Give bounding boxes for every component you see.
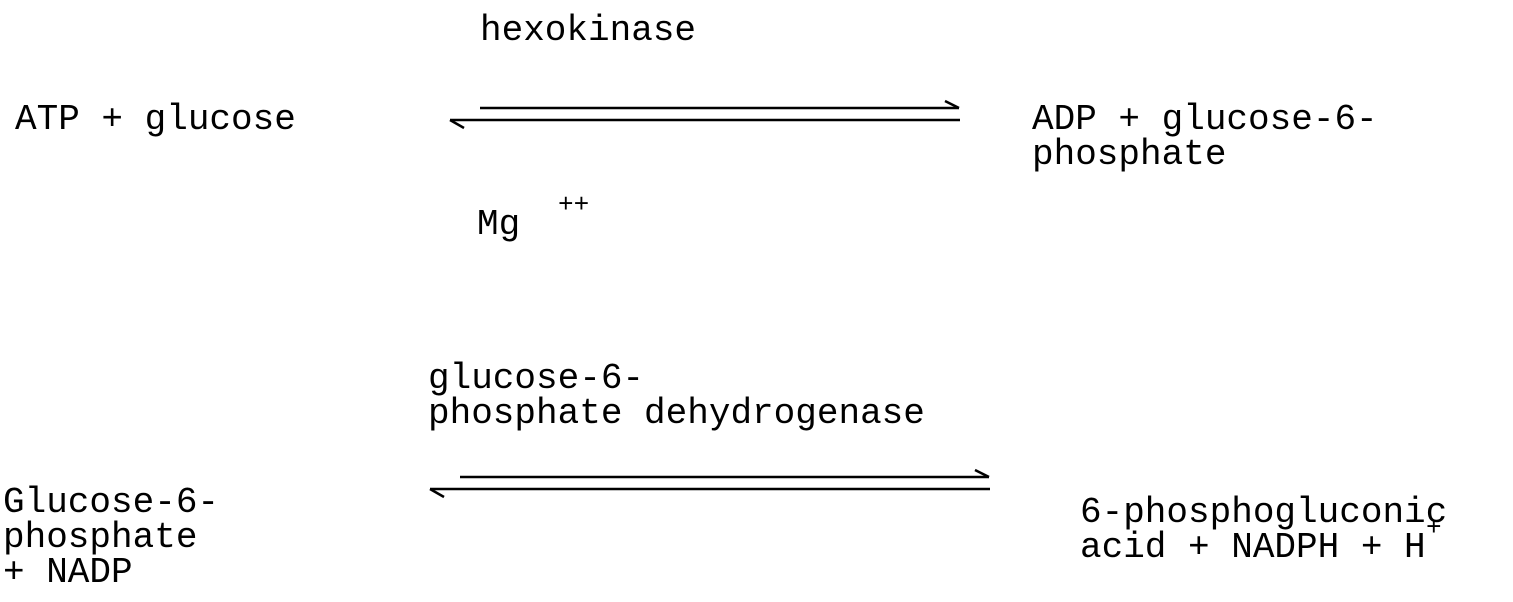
- forward-arrow-head: [944, 99, 960, 110]
- reaction-1-equilibrium-arrow: [449, 99, 960, 130]
- reaction-2-enzyme-line-2: phosphate dehydrogenase: [428, 393, 925, 434]
- reaction-1-products-line-2: phosphate: [1032, 134, 1227, 175]
- reverse-arrow-head: [429, 487, 445, 499]
- reaction-2-reactants-line-2: phosphate: [3, 517, 198, 558]
- reaction-1-cofactor-charge: ++: [558, 190, 590, 220]
- reaction-2-products-line-2: acid + NADPH + H: [1080, 527, 1426, 568]
- reverse-arrow-head: [449, 118, 465, 130]
- reaction-1-cofactor: Mg: [477, 204, 521, 245]
- forward-arrow-head: [974, 468, 990, 479]
- reaction-2-reactants-line-1: Glucose-6-: [3, 482, 220, 523]
- reaction-1-products-line-1: ADP + glucose-6-: [1032, 99, 1378, 140]
- reaction-1-reactants: ATP + glucose: [15, 99, 296, 140]
- reaction-2-equilibrium-arrow: [429, 468, 990, 499]
- reaction-2-products-charge: +: [1426, 513, 1442, 543]
- reaction-2-products-line-1: 6-phosphogluconic: [1080, 492, 1448, 533]
- reaction-1-enzyme: hexokinase: [480, 10, 697, 51]
- reaction-2-enzyme-line-1: glucose-6-: [428, 358, 645, 399]
- reaction-2-reactants-line-3: + NADP: [3, 552, 133, 593]
